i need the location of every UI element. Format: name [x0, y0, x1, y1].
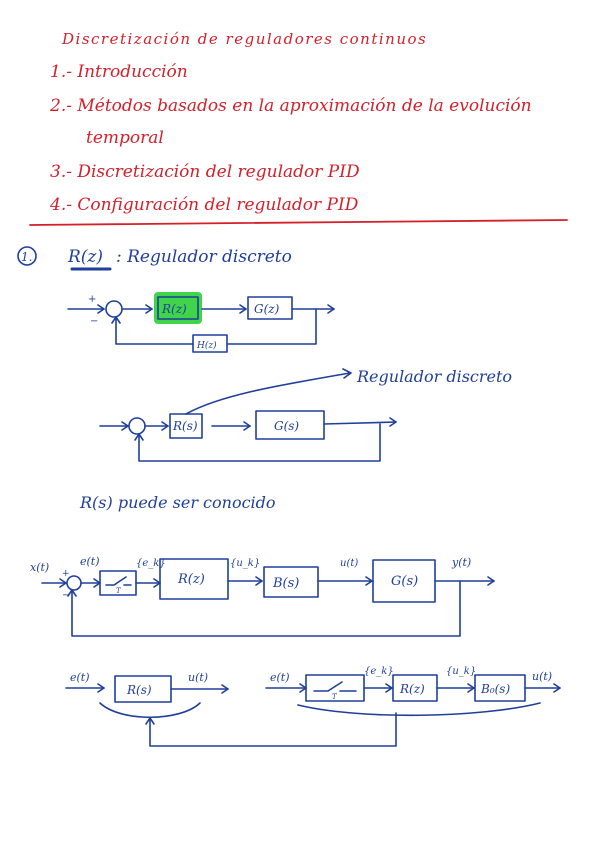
svg-text:B(s): B(s) [272, 576, 299, 591]
outline-item-1: 1.- Introducción [50, 62, 188, 82]
svg-text:G(s): G(s) [391, 574, 418, 589]
diagram-feedback-discrete: + − R(z) G(z) H(z) [67, 292, 335, 353]
right-signal-u-t: u(t) [532, 670, 552, 683]
signal-e-k: {e_k} [136, 558, 166, 569]
signal-y-t: y(t) [451, 556, 471, 569]
right-signal-e-k: {e_k} [364, 666, 394, 677]
section-number: 1. [21, 250, 32, 264]
svg-text:G(z): G(z) [254, 302, 280, 316]
block-b-s [263, 566, 319, 598]
section-number-circle [17, 246, 37, 266]
svg-text:+: + [62, 569, 70, 579]
block-g-z [247, 296, 293, 320]
section-heading-text: : Regulador discreto [116, 247, 292, 267]
section-divider [29, 219, 568, 226]
outline-item-3: 3.- Discretización del regulador PID [50, 162, 360, 182]
svg-text:R(z): R(z) [399, 682, 425, 696]
section-heading-symbol: R(z) [67, 247, 103, 267]
diagram-feedback-continuous: R(s) G(s) Regulador discreto [99, 367, 512, 462]
block-r-z-2 [159, 558, 229, 600]
summing-junction-3 [66, 575, 82, 591]
signal-u-t: u(t) [340, 558, 358, 569]
svg-text:R(z): R(z) [177, 572, 205, 587]
note-title: Discretización de reguladores continuos [62, 30, 428, 48]
svg-text:T: T [116, 587, 122, 595]
diagram-equivalence: e(t) R(s) u(t) e(t) T {e_k} R(z) {u_k} [65, 666, 561, 747]
svg-text:R(z): R(z) [161, 302, 187, 316]
svg-text:B₀(s): B₀(s) [480, 682, 510, 696]
block-r-z [157, 296, 199, 320]
outline-item-2: 2.- Métodos basados en la aproximación d… [50, 96, 532, 116]
right-signal-u-k: {u_k} [446, 666, 476, 677]
block-g-s [255, 410, 325, 440]
right-signal-e-t: e(t) [270, 671, 290, 684]
left-signal-u-t: u(t) [188, 671, 208, 684]
svg-text:T: T [332, 693, 338, 701]
signal-x-t: x(t) [30, 561, 49, 574]
summing-junction-2 [128, 417, 146, 435]
svg-text:H(z): H(z) [196, 340, 217, 351]
svg-text:G(s): G(s) [274, 419, 299, 433]
signal-u-k: {u_k} [230, 558, 260, 569]
sum1-minus: − [90, 316, 98, 327]
annotation-regulador-discreto: Regulador discreto [356, 367, 512, 386]
outline-item-4: 4.- Configuración del regulador PID [50, 195, 359, 215]
outline-item-2-cont: temporal [86, 128, 164, 148]
highlight-marker [154, 292, 202, 324]
svg-text:R(s): R(s) [126, 683, 152, 697]
signal-e-t: e(t) [80, 555, 100, 568]
summing-junction-1 [105, 300, 123, 318]
svg-text:−: − [62, 590, 70, 601]
diagram-sampled-loop: x(t) + − e(t) T {e_k} R(z) {u_k} B(s) u(… [30, 555, 495, 637]
sum1-plus: + [88, 294, 96, 305]
svg-text:R(s): R(s) [172, 419, 198, 433]
left-signal-e-t: e(t) [70, 671, 90, 684]
note-rs-conocido: R(s) puede ser conocido [79, 493, 276, 512]
